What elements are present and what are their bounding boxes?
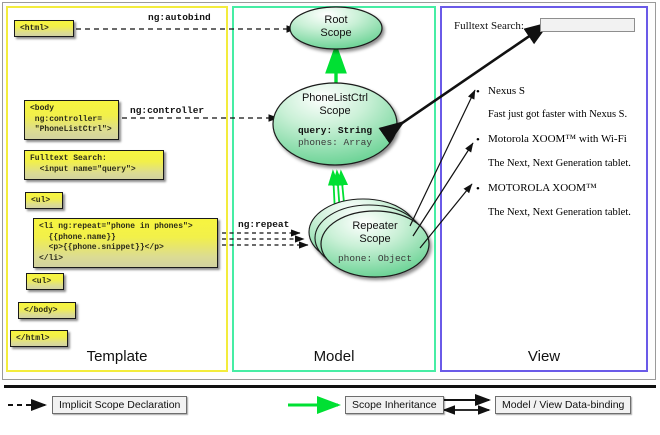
legend-divider <box>4 385 656 388</box>
view-item-name-2: • Motorola XOOM™ with Wi-Fi <box>476 133 627 146</box>
ul-close-box: <ul> <box>26 273 64 290</box>
view-search-input[interactable] <box>540 18 635 32</box>
legend-scope-inheritance: Scope Inheritance <box>345 396 444 414</box>
root-scope-label: Root Scope <box>290 14 382 39</box>
column-label-view: View <box>527 348 561 365</box>
phonelistctrl-scope-title-1: PhoneListCtrl <box>301 92 369 104</box>
view-item-name-3: • MOTOROLA XOOM™ <box>476 182 597 195</box>
column-label-template: Template <box>86 348 148 365</box>
column-model: Model <box>232 6 436 372</box>
bullet-dot-icon: • <box>476 183 480 195</box>
edge-label-controller: ng:controller <box>130 105 205 116</box>
phonelistctrl-prop-query: query: String <box>297 125 373 137</box>
li-repeat-box: <li ng:repeat="phone in phones"> {{phone… <box>33 218 218 268</box>
legend: Implicit Scope Declaration Scope Inherit… <box>0 384 660 435</box>
root-scope-title-2: Scope <box>320 26 352 39</box>
body-box: <body ng:controller= "PhoneListCtrl"> <box>24 100 119 140</box>
html-close-box: </html> <box>10 330 68 347</box>
body-close-box: </body> <box>18 302 76 319</box>
bullet-dot-icon: • <box>476 86 480 98</box>
ul-open-box: <ul> <box>25 192 63 209</box>
legend-implicit-scope: Implicit Scope Declaration <box>52 396 188 414</box>
root-scope-title-1: Root <box>324 14 348 26</box>
legend-icons <box>8 394 491 415</box>
legend-data-binding: Model / View Data-binding <box>495 396 632 414</box>
phonelistctrl-scope-title-2: Scope <box>319 104 351 117</box>
phonelistctrl-scope-label: PhoneListCtrl Scope query: String phones… <box>273 92 397 149</box>
view-pane: Fulltext Search: • Nexus S Fast just got… <box>440 6 648 372</box>
repeater-scope-label: Repeater Scope phone: Object <box>320 220 430 265</box>
search-box: Fulltext Search: <input name="query"> <box>24 150 164 180</box>
view-item-name-1: • Nexus S <box>476 85 525 98</box>
edge-label-repeat: ng:repeat <box>238 219 290 230</box>
phonelistctrl-prop-phones: phones: Array <box>297 137 373 149</box>
edge-label-autobind: ng:autobind <box>148 12 211 23</box>
view-search-label: Fulltext Search: <box>454 20 524 32</box>
bullet-dot-icon: • <box>476 134 480 146</box>
view-item-snippet-1: Fast just got faster with Nexus S. <box>488 109 628 120</box>
repeater-scope-title-1: Repeater <box>352 220 398 232</box>
column-label-model: Model <box>313 348 355 365</box>
view-item-snippet-2: The Next, Next Generation tablet. <box>488 158 631 169</box>
html-open-box: <html> <box>14 20 74 37</box>
repeater-scope-title-2: Scope <box>359 232 391 245</box>
repeater-prop-phone: phone: Object <box>337 253 413 265</box>
view-item-snippet-3: The Next, Next Generation tablet. <box>488 207 631 218</box>
